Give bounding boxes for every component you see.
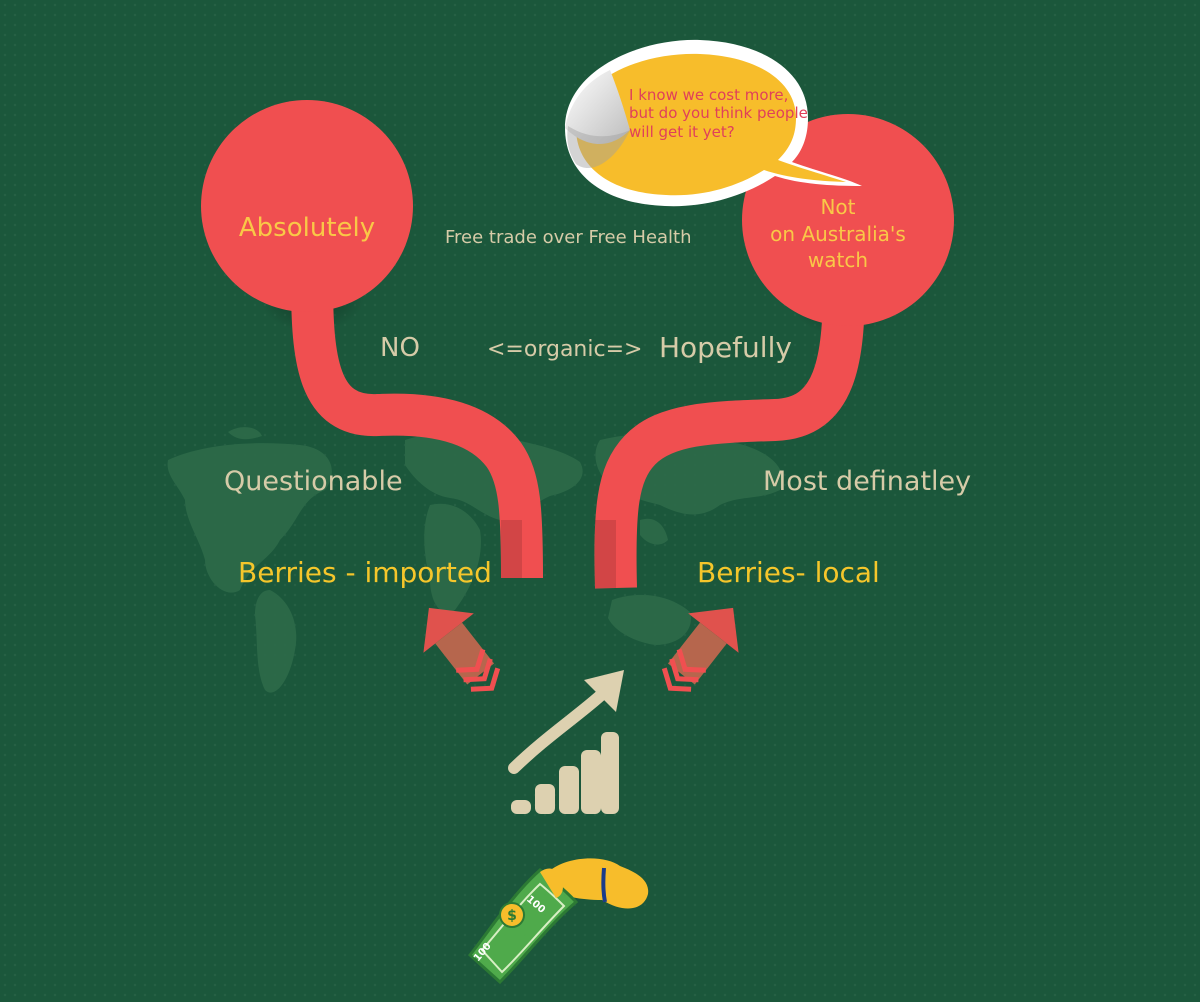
right-circle-label: Not on Australia's watch [748, 194, 928, 274]
money-symbol: $ [507, 908, 517, 924]
speech-bubble [565, 39, 862, 207]
hand-money-icon: $ 100 100 [467, 858, 649, 985]
ribbon-end-shade [501, 520, 522, 578]
ribbon-end-shade [595, 520, 616, 588]
left-middle-label: NO [380, 333, 420, 363]
right-end-label: Berries- local [697, 556, 880, 589]
ribbon-left [201, 100, 543, 579]
right-circle-line: Not [820, 195, 856, 219]
right-circle-line: watch [807, 248, 869, 273]
right-lower-label: Most definatley [763, 466, 972, 497]
left-circle-label: Absolutely [238, 213, 376, 243]
right-circle-line: on Australia's [770, 221, 906, 246]
speech-bubble-text: I know we cost more, but do you think pe… [629, 86, 808, 141]
arrow-up-right-icon [661, 607, 739, 692]
center-middle-label: <=organic=> [487, 337, 643, 362]
growth-chart-icon [508, 670, 624, 814]
left-end-label: Berries - imported [238, 556, 492, 589]
left-lower-label: Questionable [224, 466, 403, 497]
arrow-up-left-icon [423, 607, 501, 692]
right-middle-label: Hopefully [659, 331, 792, 364]
center-caption: Free trade over Free Health [445, 227, 692, 248]
